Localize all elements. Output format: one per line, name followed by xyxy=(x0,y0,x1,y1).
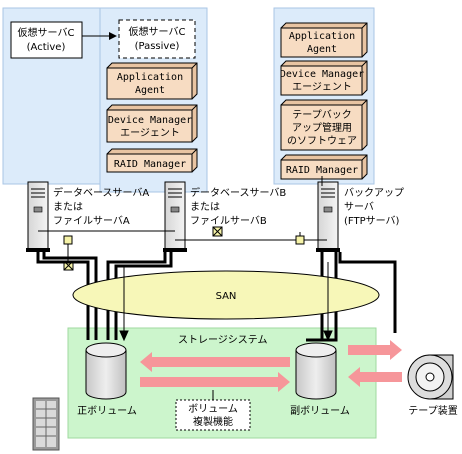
server-b-label-line3: ファイルサーバB xyxy=(190,215,267,227)
raid-manager-box-b: RAID Manager xyxy=(106,148,198,173)
virtual-server-passive-box: 仮想サーバC (Passive) xyxy=(118,19,196,59)
replication-arrow-right xyxy=(140,372,290,392)
tape-drive-label: テープ装置 xyxy=(408,404,457,417)
virtual-server-active-box: 仮想サーバC (Active) xyxy=(10,21,83,59)
server-a-label-line1: データベースサーバA xyxy=(53,186,149,199)
storage-system-title: ストレージシステム xyxy=(178,334,268,346)
access-arrows xyxy=(119,176,333,342)
vm-passive-name: 仮想サーバC xyxy=(129,25,186,38)
tape-backup-software-line3: のソフトウェア xyxy=(287,135,357,147)
app-agent-box-backup: Application Agent xyxy=(280,22,368,58)
lan-hub-connectors xyxy=(63,235,305,245)
backup-server-tower-icon xyxy=(316,181,340,252)
tape-backup-software-box: テープバック アップ管理用 のソフトウェア xyxy=(280,99,368,151)
failover-arrow xyxy=(82,32,117,40)
device-manager-label-b-line1: Device Manager xyxy=(108,115,192,126)
device-manager-box-b: Device Manager エージェント xyxy=(106,104,198,143)
tape-arrow-to-storage xyxy=(348,367,402,387)
raid-manager-label-backup: RAID Manager xyxy=(286,165,358,176)
server-a-label-line2: または xyxy=(53,201,83,213)
server-b-label-line1: データベースサーバB xyxy=(190,186,286,199)
app-agent-label-b-line1: Application xyxy=(117,72,183,83)
san-label: SAN xyxy=(216,291,237,302)
backup-server-label-line1: バックアップ xyxy=(344,187,404,199)
raid-manager-box-backup: RAID Manager xyxy=(280,154,368,180)
server-b-tower-icon xyxy=(163,181,187,252)
backup-server-label: バックアップ サーバ (FTPサーバ) xyxy=(344,187,404,227)
vm-active-name: 仮想サーバC xyxy=(18,26,75,39)
tape-backup-software-line1: テープバック xyxy=(292,109,351,121)
backup-server-label-line2: サーバ xyxy=(344,201,374,213)
device-manager-label-backup-line1: Device Manager xyxy=(280,69,364,80)
backup-server-label-line3: (FTPサーバ) xyxy=(344,215,400,227)
tape-arrow-from-storage xyxy=(348,340,402,360)
device-manager-label-backup-line2: エージェント xyxy=(292,82,352,93)
device-manager-label-b-line2: エージェント xyxy=(120,128,180,139)
replication-arrow-left xyxy=(140,352,290,372)
app-agent-box-b: Application Agent xyxy=(106,62,198,100)
app-agent-label-backup-line1: Application xyxy=(289,31,355,42)
tape-drive-icon xyxy=(407,354,454,400)
replication-label-line2: 複製機能 xyxy=(193,415,233,428)
server-a-label-line3: ファイルサーバA xyxy=(53,215,130,227)
secondary-volume-icon xyxy=(295,342,337,400)
app-agent-label-backup-line2: Agent xyxy=(307,44,337,55)
app-agent-label-b-line2: Agent xyxy=(135,85,165,96)
replication-label-line1: ボリューム xyxy=(188,403,238,415)
secondary-volume-label: 副ボリューム xyxy=(290,405,350,417)
vm-passive-state: (Passive) xyxy=(135,41,180,52)
lan-cross-connector-icon-b xyxy=(212,226,223,237)
server-a-label: データベースサーバA または ファイルサーバA xyxy=(53,186,149,227)
replication-function-box: ボリューム 複製機能 xyxy=(175,390,251,431)
device-manager-box-backup: Device Manager エージェント xyxy=(280,60,368,96)
server-a-tower-icon xyxy=(26,181,50,252)
primary-volume-icon xyxy=(85,342,127,400)
primary-volume-label: 正ボリューム xyxy=(77,405,137,417)
tape-backup-software-line2: アップ管理用 xyxy=(292,121,352,134)
san-network: SAN xyxy=(72,270,380,320)
server-b-label-line2: または xyxy=(190,201,220,213)
server-b-label: データベースサーバB または ファイルサーバB xyxy=(190,186,286,227)
vm-active-state: (Active) xyxy=(27,42,66,53)
raid-manager-label-b: RAID Manager xyxy=(114,159,186,170)
storage-rack-icon xyxy=(32,397,60,451)
